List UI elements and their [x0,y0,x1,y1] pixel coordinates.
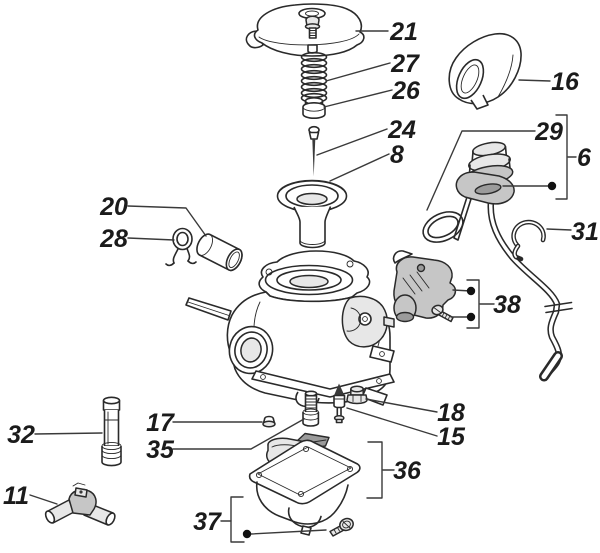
bracket-37 [230,496,245,543]
dot-line-37 [250,529,327,535]
valve-screw [431,304,454,323]
part-drawing-carburetor-body [185,250,395,408]
leader-line-20 [127,205,207,237]
leader-line-18 [365,398,438,413]
part-drawing-clip [511,219,546,262]
part-drawing-t-fitting [44,482,116,526]
part-drawing-intake-manifold [453,141,573,382]
part-number-38: 38 [493,291,521,319]
bracket-6 [555,114,568,200]
part-number-11: 11 [3,482,29,510]
leader-line-15 [346,407,438,437]
leader-line-29 [426,130,536,211]
part-number-36: 36 [393,457,422,485]
leader-line-35 [172,418,305,450]
part-number-18: 18 [437,399,465,427]
part-number-32: 32 [7,421,35,449]
reference-dot-37 [242,529,252,539]
part-drawing-retainer-clip [165,227,197,267]
part-number-26: 26 [391,77,421,105]
part-number-16: 16 [551,68,580,96]
part-number-28: 28 [99,225,128,253]
leader-line-28 [127,237,175,241]
reference-dot-6 [547,181,557,191]
part-drawing-throttle-slide [276,179,348,249]
part-drawing-needle-retainer [302,97,326,119]
part-number-29: 29 [534,118,563,146]
leader-line-24 [316,128,388,156]
part-number-6: 6 [577,144,592,172]
leader-line-8 [329,153,390,182]
part-drawing-needle-valve [333,383,346,424]
part-drawing-oring [422,211,464,243]
part-number-24: 24 [387,116,416,144]
part-drawing-top-cover [245,3,365,57]
leader-line-26 [323,89,393,108]
leader-line-27 [325,62,391,82]
part-number-8: 8 [390,141,404,169]
reference-dot-38-upper [466,286,476,296]
part-drawing-bushing [196,233,243,272]
part-drawing-jet-needle [308,125,320,177]
part-drawing-sleeve [448,32,522,110]
reference-dot-38-lower [466,312,476,322]
part-number-15: 15 [437,423,466,451]
leader-line-11 [29,494,58,505]
part-number-27: 27 [390,50,420,78]
part-number-17: 17 [146,409,175,437]
bracket-38 [466,279,480,329]
part-number-31: 31 [571,218,599,246]
part-drawing-spring [300,51,328,104]
part-drawing-valve-assembly [392,250,457,323]
part-drawing-drain-screw [329,517,354,537]
part-number-20: 20 [99,193,128,221]
leader-line-31 [546,228,572,231]
part-drawing-float-bowl [248,439,361,536]
part-number-21: 21 [389,18,418,46]
leader-line-16 [518,79,551,82]
part-drawing-tube [101,396,122,467]
bracket-36 [366,441,383,499]
part-drawing-main-jet [302,390,320,427]
part-drawing-cap [262,415,276,428]
part-number-37: 37 [193,508,222,536]
part-drawing-nut [346,385,368,405]
leader-line-32 [34,432,103,435]
part-number-35: 35 [146,436,175,464]
